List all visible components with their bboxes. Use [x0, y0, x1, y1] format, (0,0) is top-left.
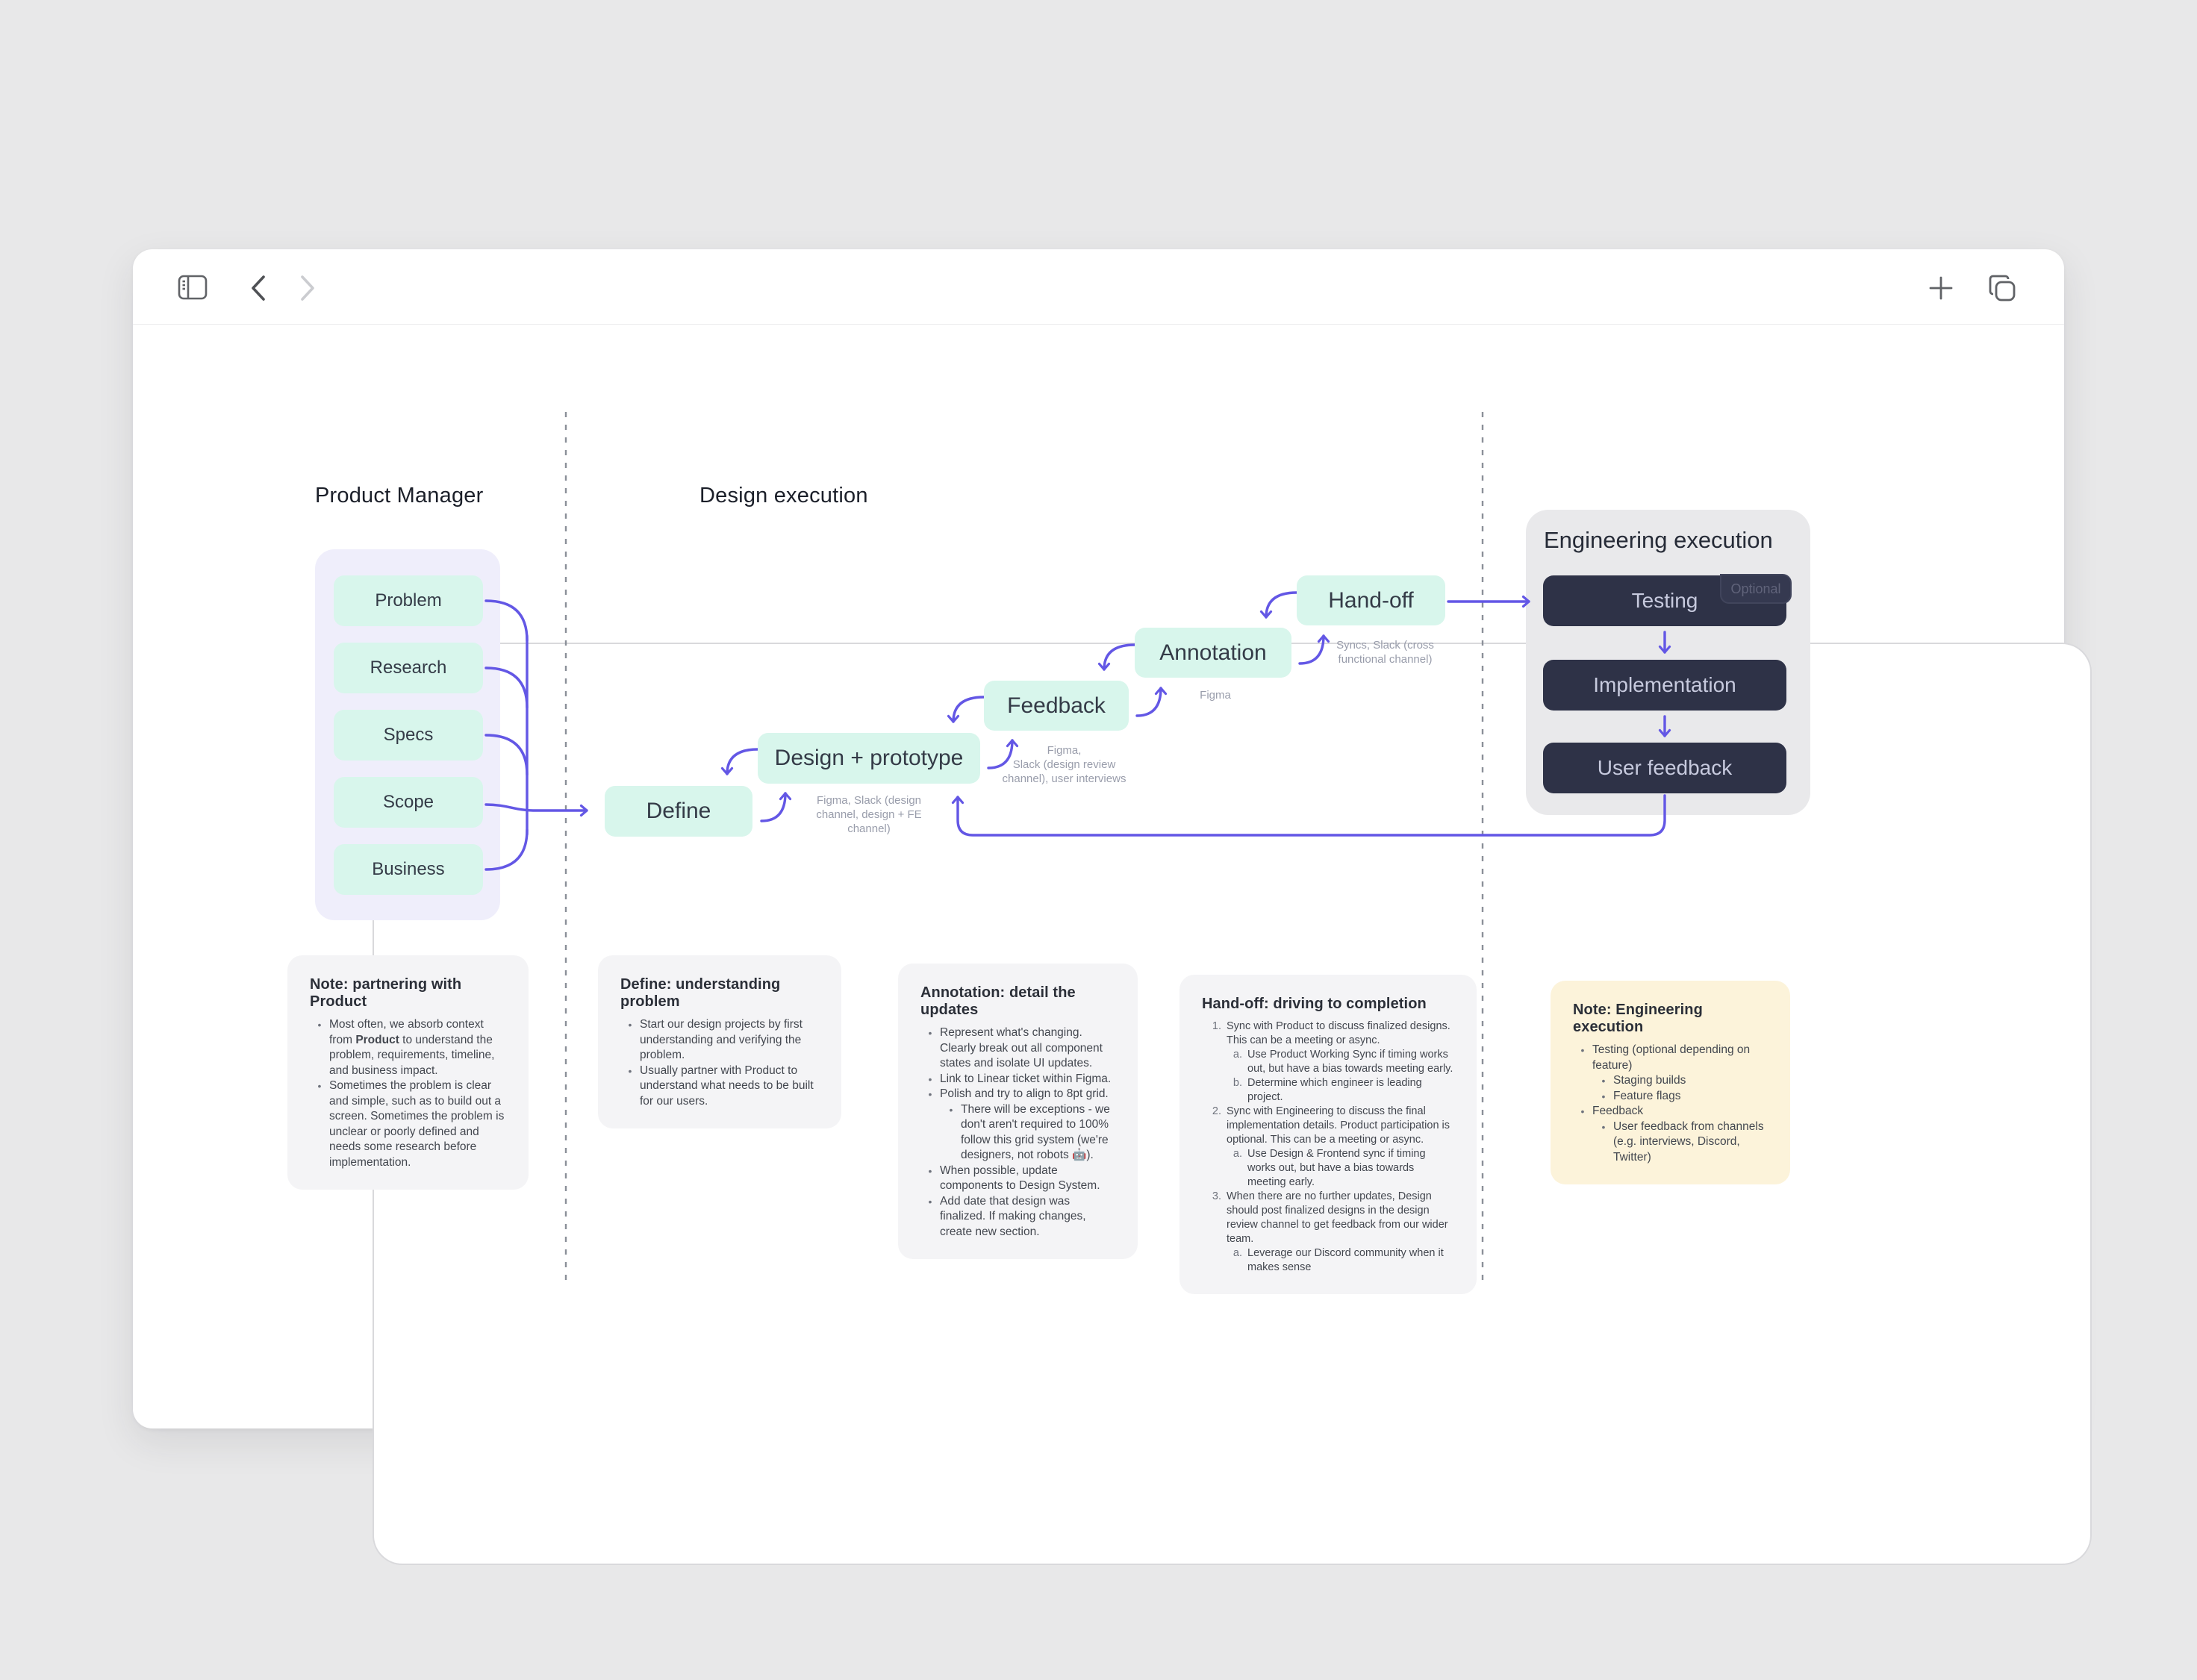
pm-node-research[interactable]: Research	[334, 643, 483, 693]
pm-node-label: Research	[370, 658, 447, 678]
note-item: a.Leverage our Discord community when it…	[1232, 1247, 1444, 1273]
eng-node-user-feedback[interactable]: User feedback	[1543, 743, 1786, 793]
tab-overview-icon[interactable]	[1986, 272, 2019, 305]
note-annotation-detail-updates[interactable]: Annotation: detail the updates •Represen…	[898, 964, 1138, 1259]
pm-node-label: Specs	[383, 725, 434, 745]
eng-node-implementation[interactable]: Implementation	[1543, 660, 1786, 711]
note-title: Note: Engineering execution	[1573, 1002, 1703, 1035]
pm-node-scope[interactable]: Scope	[334, 777, 483, 828]
flow-node-feedback[interactable]: Feedback	[984, 681, 1129, 731]
pm-node-business[interactable]: Business	[334, 844, 483, 895]
note-title: Hand-off: driving to completion	[1202, 996, 1427, 1012]
note-item: 3.When there are no further updates, Des…	[1212, 1190, 1448, 1245]
section-label-engineering-execution: Engineering execution	[1544, 527, 1773, 553]
pm-node-label: Scope	[382, 792, 434, 812]
window-toolbar	[133, 249, 2064, 325]
note-title: Note: partnering with Product	[310, 976, 462, 1010]
flow-node-annotation[interactable]: Annotation	[1135, 628, 1291, 678]
note-item: •Most often, we absorb context from Prod…	[317, 1018, 495, 1077]
note-item: 2.Sync with Engineering to discuss the f…	[1212, 1105, 1450, 1146]
note-item: •Represent what's changing. Clearly brea…	[928, 1026, 1103, 1069]
caption-annotation-tools: Syncs, Slack (cross functional channel)	[1336, 639, 1434, 666]
note-body: •Most often, we absorb context from Prod…	[310, 1017, 506, 1170]
note-body: 1.Sync with Product to discuss finalized…	[1202, 1019, 1454, 1275]
note-item: •User feedback from channels (e.g. inter…	[1601, 1120, 1764, 1164]
note-item: •There will be exceptions - we don't are…	[949, 1102, 1110, 1162]
note-define-understanding-problem[interactable]: Define: understanding problem •Start our…	[598, 955, 841, 1128]
optional-badge: Optional	[1720, 574, 1792, 604]
note-item: •Staging builds	[1601, 1074, 1686, 1087]
note-body: •Start our design projects by first unde…	[620, 1017, 819, 1109]
note-item: •Testing (optional depending on feature)	[1580, 1043, 1751, 1072]
note-item: a.Use Design & Frontend sync if timing w…	[1232, 1148, 1426, 1188]
eng-node-label: Testing	[1631, 589, 1698, 612]
pm-node-problem[interactable]: Problem	[334, 575, 483, 626]
note-partnering-with-product[interactable]: Note: partnering with Product •Most ofte…	[287, 955, 529, 1190]
note-item: •Usually partner with Product to underst…	[628, 1064, 814, 1108]
pm-node-specs[interactable]: Specs	[334, 710, 483, 761]
note-item: •When possible, update components to Des…	[928, 1164, 1100, 1193]
note-engineering-execution[interactable]: Note: Engineering execution •Testing (op…	[1551, 981, 1790, 1184]
caption-feedback-tools: Figma	[1200, 689, 1231, 702]
note-item: •Polish and try to align to 8pt grid.	[928, 1087, 1109, 1100]
sidebar-toggle-icon[interactable]	[176, 272, 209, 305]
note-title: Define: understanding problem	[620, 976, 781, 1010]
note-item: •Add date that design was finalized. If …	[928, 1194, 1086, 1238]
flow-node-design-prototype[interactable]: Design + prototype	[758, 733, 980, 784]
flow-node-label: Design + prototype	[774, 746, 964, 770]
eng-node-label: User feedback	[1597, 756, 1733, 779]
caption-design-prototype-tools: Figma, Slack (design review channel), us…	[1002, 744, 1126, 785]
note-body: •Represent what's changing. Clearly brea…	[920, 1025, 1115, 1240]
flow-node-define[interactable]: Define	[605, 786, 752, 837]
caption-define-tools: Figma, Slack (design channel, design + F…	[816, 794, 922, 835]
note-body: •Testing (optional depending on feature)…	[1573, 1043, 1768, 1165]
note-item: b.Determine which engineer is leading pr…	[1232, 1077, 1422, 1103]
note-item: •Feedback	[1580, 1105, 1644, 1117]
section-label-product-manager: Product Manager	[315, 484, 484, 508]
note-hand-off-driving-completion[interactable]: Hand-off: driving to completion 1.Sync w…	[1179, 975, 1477, 1294]
pm-node-label: Problem	[375, 590, 442, 611]
section-label-design-execution: Design execution	[699, 484, 868, 508]
plus-icon[interactable]	[1925, 272, 1957, 305]
forward-icon[interactable]	[291, 272, 324, 305]
flow-node-label: Feedback	[1007, 693, 1106, 718]
note-item: •Start our design projects by first unde…	[628, 1018, 803, 1061]
note-item: •Feature flags	[1601, 1089, 1681, 1102]
note-item: a.Use Product Working Sync if timing wor…	[1232, 1049, 1453, 1075]
note-item: •Sometimes the problem is clear and simp…	[317, 1079, 505, 1169]
flow-node-hand-off[interactable]: Hand-off	[1297, 575, 1445, 625]
back-icon[interactable]	[242, 272, 275, 305]
flow-node-label: Define	[646, 799, 711, 823]
pm-node-label: Business	[372, 859, 445, 879]
flow-node-label: Annotation	[1159, 640, 1267, 665]
flow-node-label: Hand-off	[1328, 587, 1414, 613]
note-item: 1.Sync with Product to discuss finalized…	[1212, 1020, 1450, 1046]
optional-badge-label: Optional	[1730, 581, 1781, 596]
eng-node-label: Implementation	[1593, 673, 1736, 696]
note-title: Annotation: detail the updates	[920, 984, 1076, 1018]
note-item: •Link to Linear ticket within Figma.	[928, 1072, 1112, 1085]
